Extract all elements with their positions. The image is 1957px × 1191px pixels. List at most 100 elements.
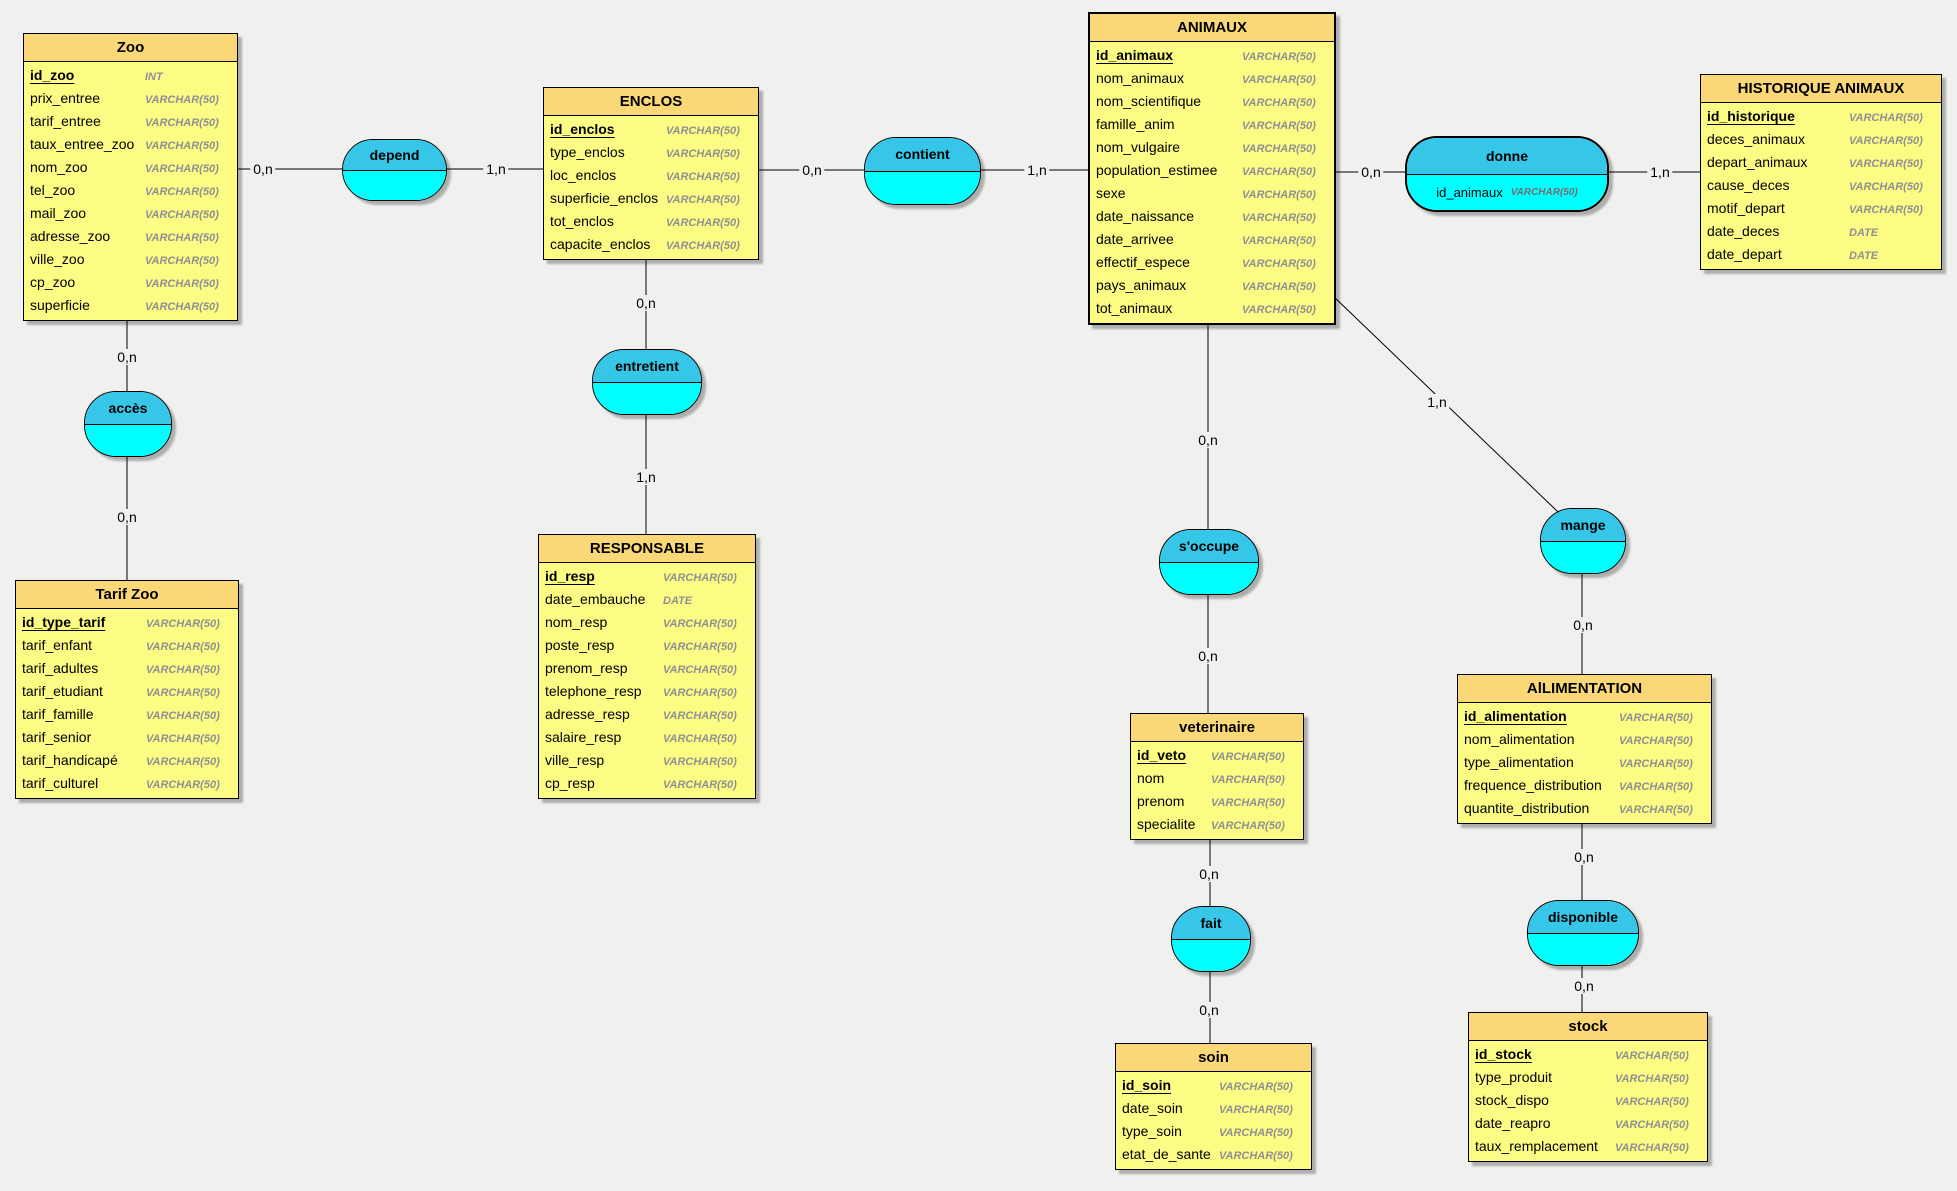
entity-title: ENCLOS [544, 88, 758, 116]
cardinality-label: 0,n [1358, 164, 1384, 180]
attribute-type: VARCHAR(50) [146, 664, 220, 676]
primary-key-attribute-name: id_animaux [1096, 47, 1174, 63]
attribute-type: VARCHAR(50) [1242, 258, 1316, 270]
relation-fait[interactable]: fait [1171, 906, 1251, 972]
relation-depend[interactable]: depend [342, 139, 447, 201]
relation-mange[interactable]: mange [1540, 508, 1626, 574]
attribute-name: type_soin [1122, 1123, 1182, 1139]
attribute-type: VARCHAR(50) [663, 664, 737, 676]
primary-key-attribute-name: id_soin [1122, 1077, 1172, 1093]
attribute-name: adresse_zoo [30, 228, 111, 244]
attribute-name: quantite_distribution [1464, 800, 1590, 816]
relation-acces[interactable]: accès [84, 391, 172, 457]
attribute-name: tel_zoo [30, 182, 76, 198]
attribute-type: VARCHAR(50) [1849, 204, 1923, 216]
relation-label: s'occupe [1160, 530, 1258, 563]
attribute-type: VARCHAR(50) [146, 756, 220, 768]
cardinality-label: 0,n [1196, 866, 1222, 882]
entity-title: RESPONSABLE [539, 535, 755, 563]
entity-title: Tarif Zoo [16, 581, 238, 609]
attribute-name: population_estimee [1096, 162, 1218, 178]
cardinality-label: 1,n [633, 469, 659, 485]
cardinality-label: 0,n [1570, 617, 1596, 633]
attribute-name: date_reapro [1475, 1115, 1551, 1131]
relation-donne[interactable]: donne id_animaux VARCHAR(50) [1405, 136, 1609, 212]
attribute-type: VARCHAR(50) [145, 209, 219, 221]
attribute-name: type_enclos [550, 144, 625, 160]
attribute-type: VARCHAR(50) [1242, 304, 1316, 316]
attribute-type: VARCHAR(50) [1849, 135, 1923, 147]
relation-bottom [1541, 541, 1625, 573]
attribute-name: adresse_resp [545, 706, 630, 722]
attribute-type: VARCHAR(50) [663, 572, 737, 584]
cardinality-label: 1,n [1424, 394, 1450, 410]
cardinality-label: 1,n [1024, 162, 1050, 178]
attribute-type: VARCHAR(50) [1849, 158, 1923, 170]
attribute-name: type_alimentation [1464, 754, 1574, 770]
attribute-type: VARCHAR(50) [1242, 51, 1316, 63]
attribute-name: poste_resp [545, 637, 615, 653]
attribute-type: VARCHAR(50) [1219, 1081, 1293, 1093]
attribute-type: VARCHAR(50) [1242, 281, 1316, 293]
attribute-name: mail_zoo [30, 205, 87, 221]
relation-label: depend [343, 140, 446, 171]
entity-title: HISTORIQUE ANIMAUX [1701, 75, 1941, 103]
entity-title: veterinaire [1131, 714, 1303, 742]
attribute-type: VARCHAR(50) [146, 641, 220, 653]
attribute-name: depart_animaux [1707, 154, 1808, 170]
attribute-type: VARCHAR(50) [666, 171, 740, 183]
relation-attribute-name: id_animaux [1436, 184, 1503, 200]
attribute-name: date_depart [1707, 246, 1782, 262]
attribute-name: tarif_culturel [22, 775, 99, 791]
attribute-row: depart_animaux VARCHAR(50) [1701, 151, 1941, 174]
attribute-type: VARCHAR(50) [145, 301, 219, 313]
entity-title: Zoo [24, 34, 237, 62]
relation-contient[interactable]: contient [864, 137, 981, 205]
attribute-name: capacite_enclos [550, 236, 651, 252]
attribute-row: date_embauche DATE [539, 588, 755, 611]
attribute-type: DATE [663, 595, 693, 607]
relation-bottom [343, 170, 446, 200]
relation-entretient[interactable]: entretient [592, 349, 702, 415]
attribute-name: nom [1137, 770, 1165, 786]
attribute-type: VARCHAR(50) [663, 710, 737, 722]
relation-disponible[interactable]: disponible [1527, 900, 1639, 966]
attribute-name: date_naissance [1096, 208, 1195, 224]
attribute-name: date_embauche [545, 591, 646, 607]
attribute-type: VARCHAR(50) [1619, 758, 1693, 770]
entity-title: ANIMAUX [1090, 14, 1334, 42]
relation-soccupe[interactable]: s'occupe [1159, 529, 1259, 595]
primary-key-attribute-name: id_resp [545, 568, 595, 584]
attribute-type: VARCHAR(50) [1211, 797, 1285, 809]
